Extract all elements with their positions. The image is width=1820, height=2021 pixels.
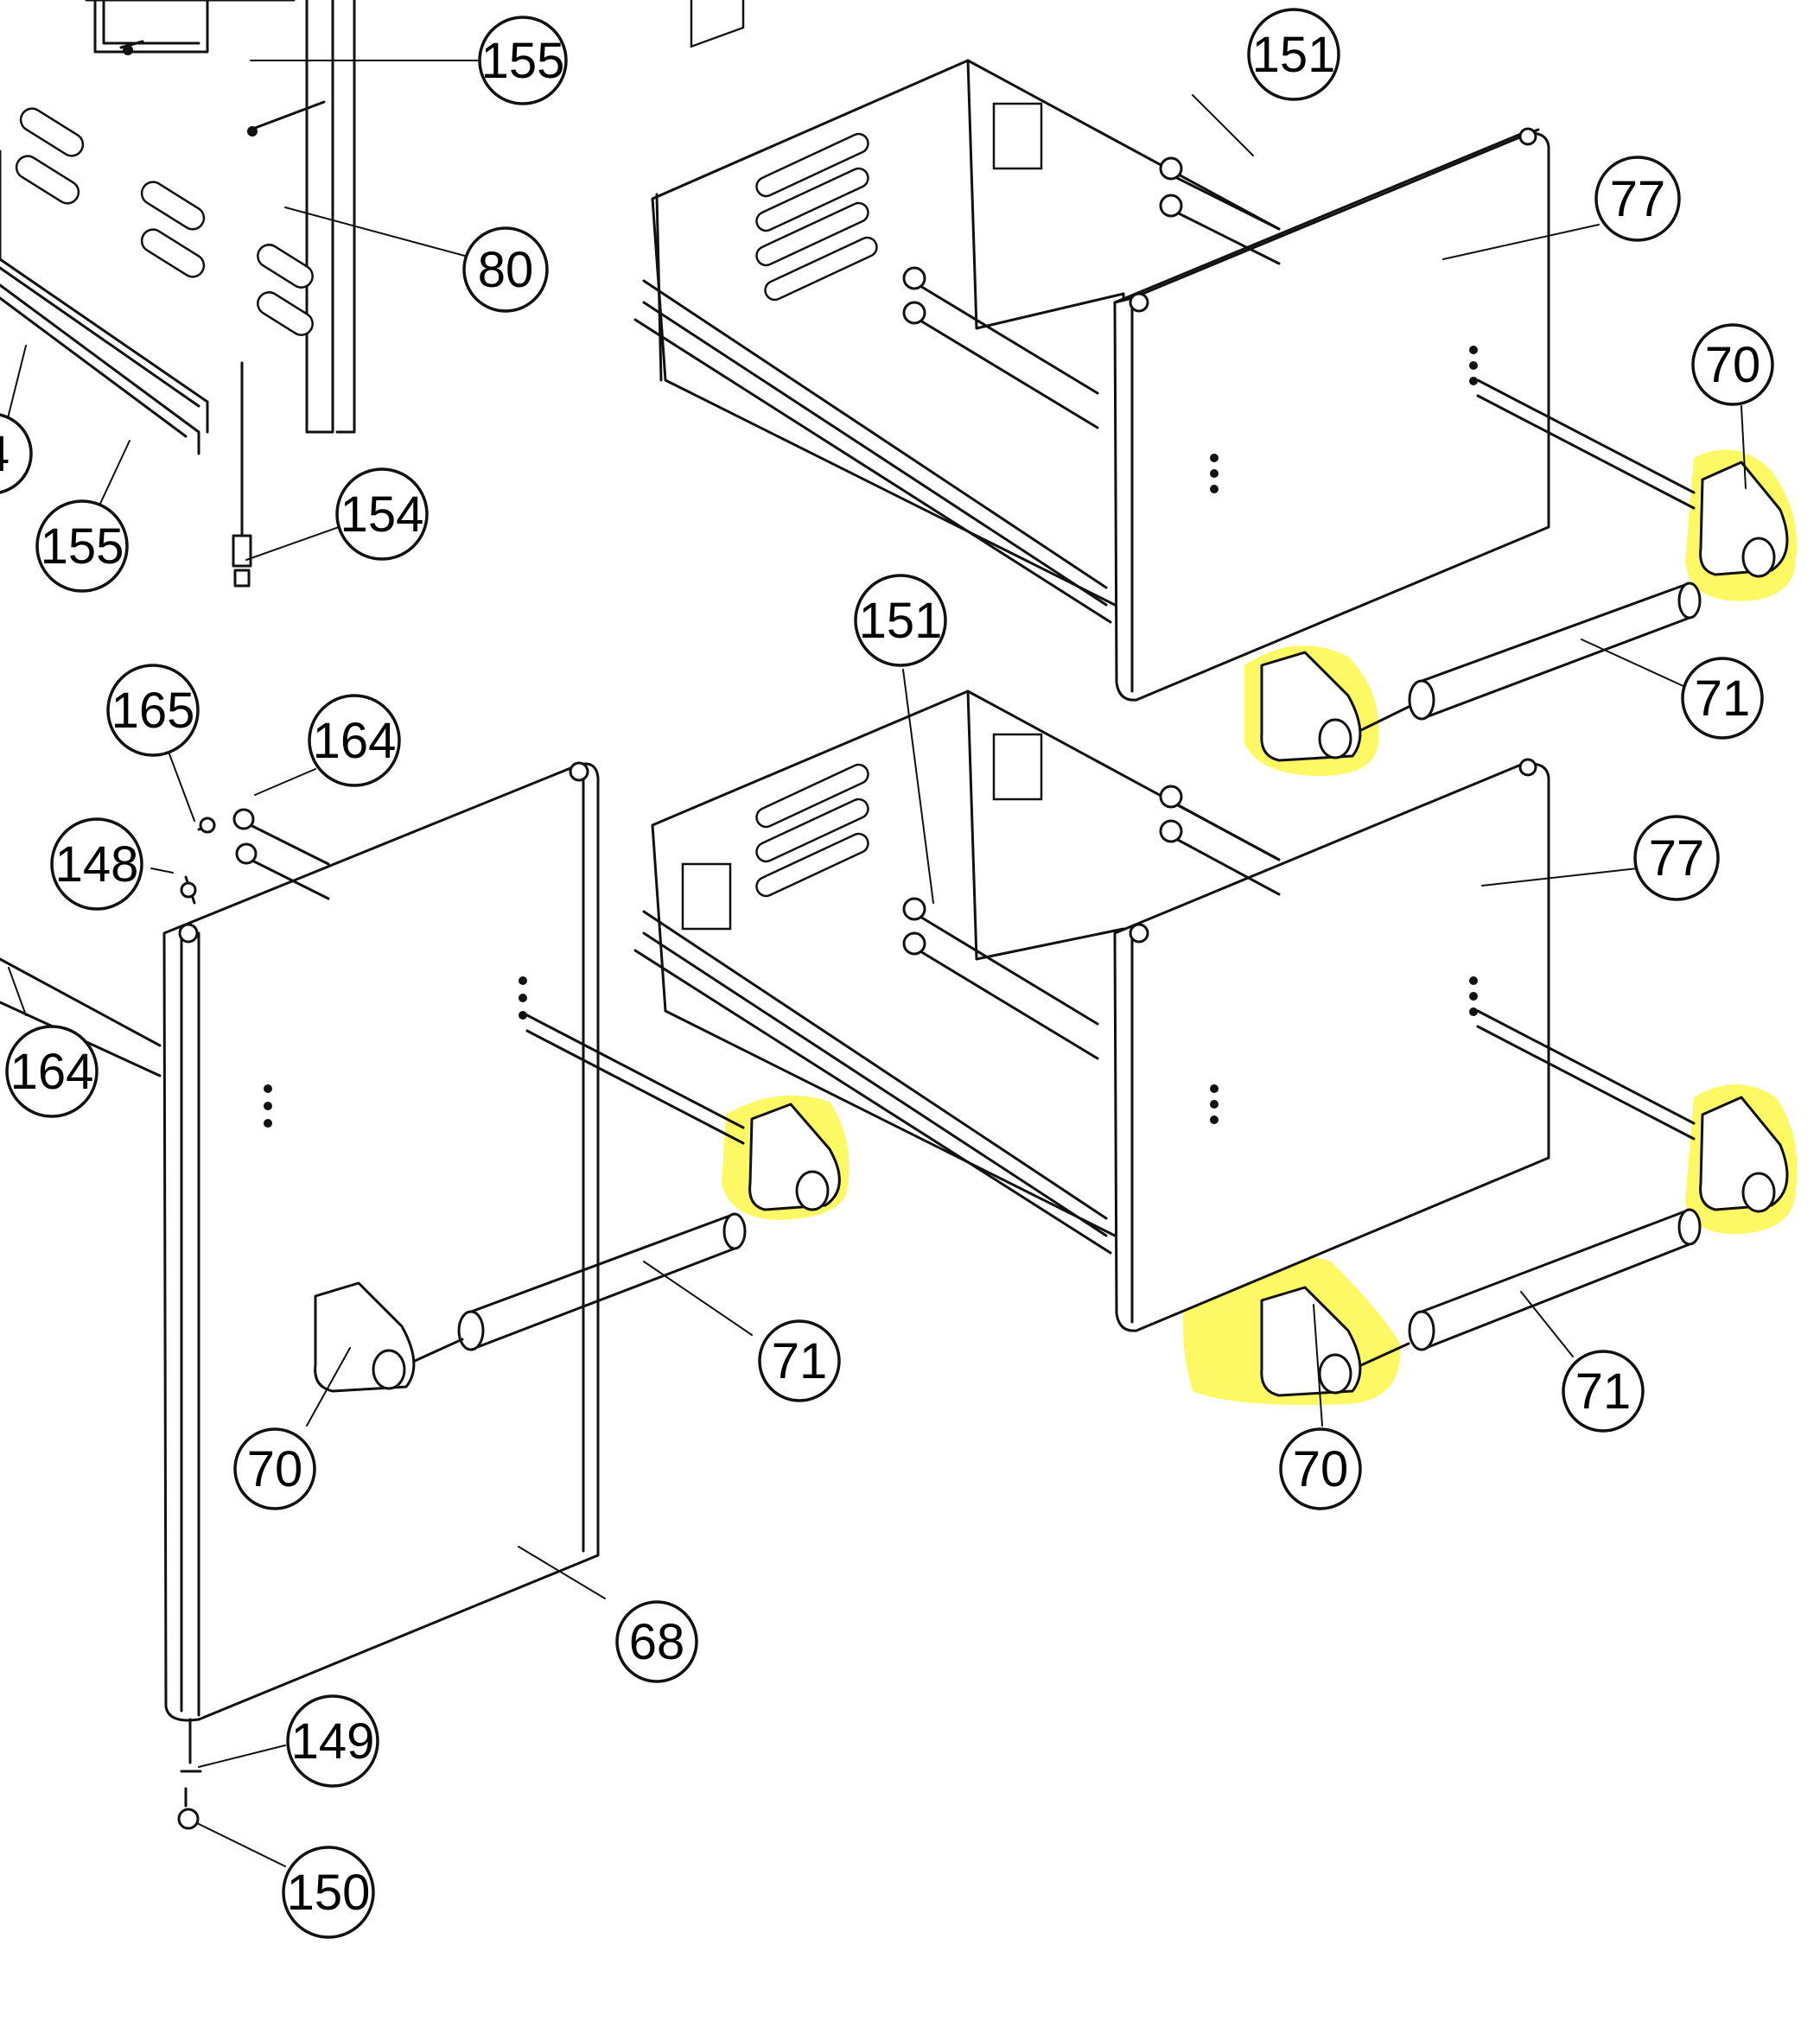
callout: 4 [0,413,33,494]
callout-label: 70 [247,1441,303,1497]
callout-label: 155 [41,518,124,575]
left-cabinet-partial [0,0,356,588]
callout: 155 [35,499,129,593]
callout: 164 [5,1025,99,1118]
callout-label: 151 [1252,27,1336,83]
callout: 164 [308,694,401,787]
callout: 150 [282,1846,375,1939]
callout-label: 71 [1695,670,1751,727]
callout-label: 70 [1705,337,1761,393]
callout: 80 [462,226,549,313]
callout-label: 71 [1575,1363,1632,1420]
callout: 71 [1681,657,1764,740]
callout-label: 68 [629,1614,685,1670]
callout-label: 155 [481,33,565,89]
callout: 77 [1594,156,1681,242]
callout: 70 [1691,323,1774,406]
callout: 149 [286,1694,379,1788]
callout: 154 [335,467,429,561]
leader-lines [3,60,1747,1867]
callout: 165 [106,664,200,757]
callout: 151 [854,574,947,667]
callout: 151 [1247,8,1340,101]
callout: 71 [758,1319,841,1402]
callout-label: 150 [287,1865,371,1921]
side-panel [162,762,600,1722]
callout-label: 164 [313,713,397,769]
callout: 70 [233,1427,316,1510]
callout: 70 [1279,1427,1362,1510]
callout-label: 77 [1610,171,1666,227]
drawer-front-upper [1113,131,1550,702]
callout-label: 164 [10,1044,94,1100]
callout-label: 154 [340,486,424,543]
callout-label: 4 [0,426,10,482]
callout-label: 80 [478,242,534,298]
callout: 77 [1633,815,1720,901]
drawer-front-middle [1113,762,1550,1332]
callouts: 155 80 4 155 154 151 77 70 71 151 165 16… [0,8,1774,1939]
callout-label: 149 [291,1713,375,1770]
callout: 71 [1562,1350,1645,1433]
callout: 155 [478,16,568,105]
callout-label: 71 [772,1333,828,1389]
callout-label: 70 [1293,1441,1349,1497]
callout: 148 [50,817,143,911]
callout-label: 77 [1649,830,1705,887]
upper-drawer-assembly [633,0,1789,762]
callout-label: 151 [859,593,943,649]
callout-label: 165 [111,683,195,739]
callout-label: 148 [55,836,139,893]
callout: 68 [615,1600,698,1683]
middle-drawer-assembly [633,690,1789,1397]
